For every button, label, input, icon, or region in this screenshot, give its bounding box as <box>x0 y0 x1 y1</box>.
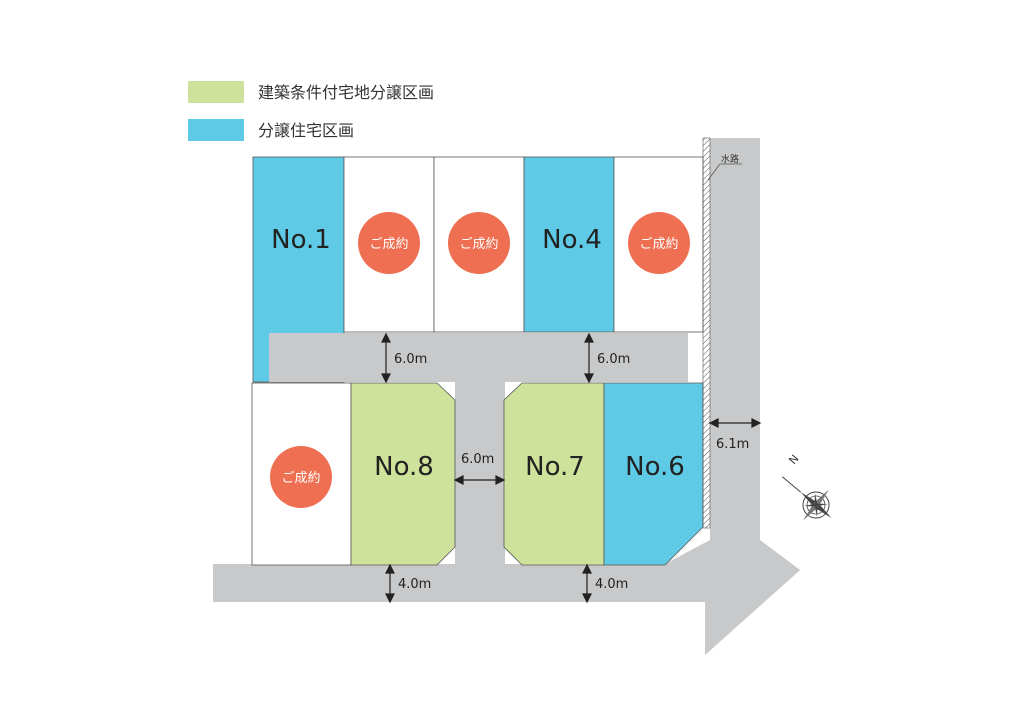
dim-inner-left-arrow-bottom <box>381 373 391 384</box>
road-east-vertical <box>705 138 800 655</box>
legend-swatch-conditional <box>188 81 244 103</box>
dim-east-label: 6.1m <box>716 437 749 452</box>
lot-no8[interactable] <box>350 382 456 566</box>
dim-bottom-left-arrow-top <box>385 563 395 574</box>
dim-middle-arrow-right <box>495 475 506 485</box>
dim-bottom-left-label: 4.0m <box>398 577 431 592</box>
dim-inner-right-label: 6.0m <box>597 352 630 367</box>
waterway-strip <box>702 137 711 529</box>
dim-bottom-right-arrow-bottom <box>582 593 592 604</box>
compass-rose-icon <box>781 476 832 521</box>
road-bottom-junction <box>665 540 800 655</box>
dim-inner-right-arrow-bottom <box>584 373 594 384</box>
sold-badge-bottom-left <box>270 446 332 508</box>
road-bottom <box>213 564 710 602</box>
sold-badge-lot5-text: ご成約 <box>639 236 678 252</box>
lot-no6-label: No.6 <box>625 452 685 482</box>
road-inner-vertical-cover <box>455 333 505 568</box>
legend-label-house: 分譲住宅区画 <box>258 121 354 140</box>
lot-no4-label: No.4 <box>542 225 602 255</box>
sold-badge-bottom-left-text: ご成約 <box>281 470 320 486</box>
waterway-label: 水路 <box>721 153 739 165</box>
dim-inner-left-label: 6.0m <box>394 352 427 367</box>
dim-middle-label: 6.0m <box>461 452 494 467</box>
dim-east-arrow-left <box>708 418 719 428</box>
lot-no1-label: No.1 <box>271 225 331 255</box>
sold-badge-lot5 <box>628 212 690 274</box>
dim-inner-right-arrow-top <box>584 332 594 343</box>
lot-no8-label: No.8 <box>374 452 434 482</box>
dim-middle-arrow-left <box>453 475 464 485</box>
lot-no7-label: No.7 <box>525 452 585 482</box>
dim-bottom-left-arrow-bottom <box>385 593 395 604</box>
legend-swatch-house <box>188 119 244 141</box>
sold-badge-lot2-text: ご成約 <box>369 236 408 252</box>
sold-badge-lot3-text: ご成約 <box>459 236 498 252</box>
sold-badge-lot2 <box>358 212 420 274</box>
dim-inner-left-arrow-top <box>381 332 391 343</box>
legend-label-conditional: 建築条件付宅地分譲区画 <box>258 83 434 102</box>
lot-no4[interactable] <box>523 156 615 333</box>
dim-bottom-right-arrow-top <box>582 563 592 574</box>
waterway-leader <box>707 163 721 181</box>
dim-east-arrow-right <box>751 418 762 428</box>
compass-north-label: N <box>786 452 801 467</box>
dim-bottom-right-label: 4.0m <box>595 577 628 592</box>
sold-badge-lot3 <box>448 212 510 274</box>
lot-no6[interactable] <box>603 382 704 566</box>
